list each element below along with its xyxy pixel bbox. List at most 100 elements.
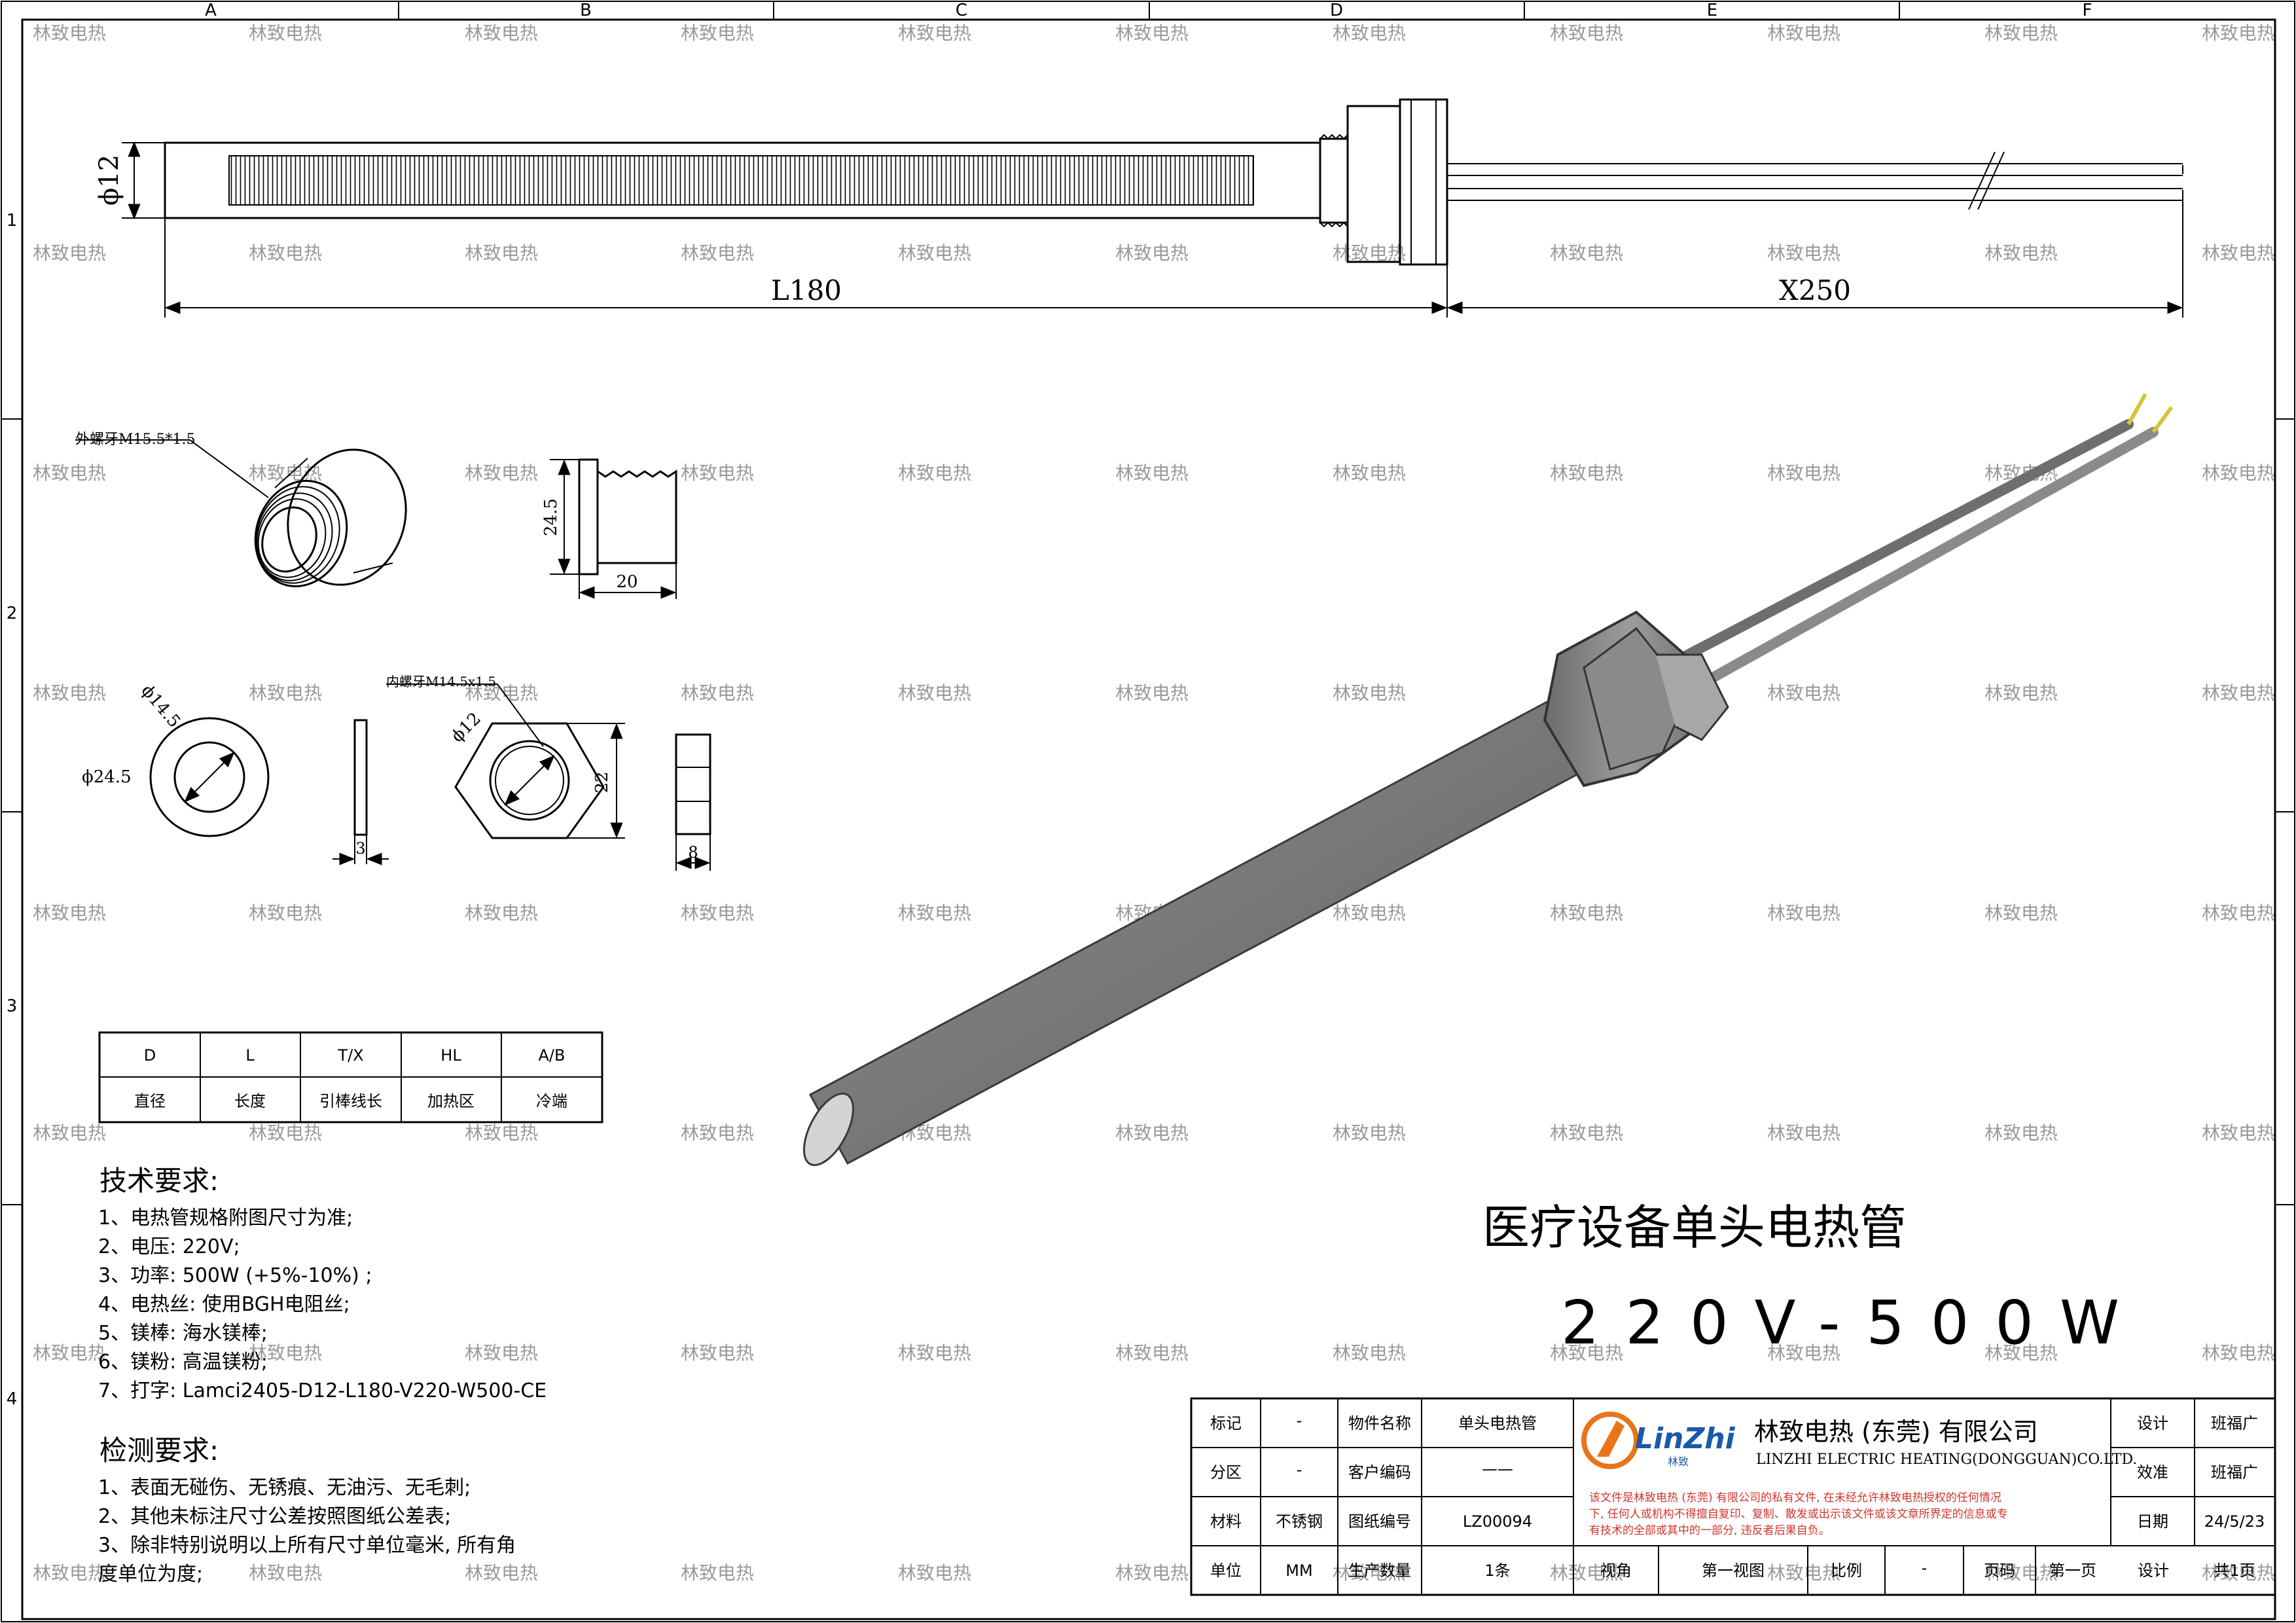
watermark-text: 林致电热 <box>898 242 971 264</box>
watermark-text: 林致电热 <box>465 1122 538 1144</box>
tb-label-page: 页码 <box>1984 1561 2015 1580</box>
watermark-text: 林致电热 <box>681 242 754 264</box>
tech-requirement-item: 2、电压: 220V; <box>98 1235 240 1258</box>
company-name-en: LINZHI ELECTRIC HEATING(DONGGUAN)CO.LTD. <box>1756 1451 2137 1468</box>
tb-value-scale: - <box>1922 1559 1928 1577</box>
tb-label-date: 日期 <box>2137 1512 2168 1531</box>
product-spec: 220V-500W <box>1561 1288 2145 1358</box>
watermark-text: 林致电热 <box>249 1562 322 1584</box>
row-label: 1 <box>7 211 18 230</box>
watermark-text: 林致电热 <box>249 682 322 704</box>
watermark-text: 林致电热 <box>1115 682 1189 704</box>
watermark-text: 林致电热 <box>1333 462 1406 484</box>
watermark-text: 林致电热 <box>1984 682 2058 704</box>
watermark-text: 林致电热 <box>1984 1342 2058 1364</box>
watermark-text: 林致电热 <box>1333 902 1406 924</box>
tb-value-part-name: 单头电热管 <box>1458 1414 1537 1432</box>
thread-outer-callout: 外螺牙M15.5*1.5 <box>75 431 196 448</box>
watermark-text: 林致电热 <box>465 22 538 44</box>
watermark-text: 林致电热 <box>1333 1562 1406 1584</box>
watermark-text: 林致电热 <box>1333 1342 1406 1364</box>
company-name-cn: 林致电热 (东莞) 有限公司 <box>1754 1417 2038 1446</box>
logo-wordmark: LinZhi <box>1635 1422 1736 1455</box>
watermark-text: 林致电热 <box>1767 1122 1840 1144</box>
watermark-text: 林致电热 <box>898 462 971 484</box>
legend-code: D <box>144 1046 156 1065</box>
tech-requirements-title: 技术要求: <box>99 1165 219 1197</box>
legend-table: D L T/X HL A/B 直径 长度 引棒线长 加热区 冷端 <box>98 1031 603 1123</box>
confidential-notice-line: 有技术的全部或其中的一部分, 违反者后果自负。 <box>1589 1524 1830 1537</box>
watermark-text: 林致电热 <box>1333 22 1406 44</box>
tech-requirement-item: 5、镁棒: 海水镁棒; <box>98 1322 268 1345</box>
watermark-text: 林致电热 <box>1115 242 1189 264</box>
column-label: D <box>1330 1 1343 20</box>
watermark-text: 林致电热 <box>33 462 106 484</box>
legend-meaning: 冷端 <box>536 1092 567 1110</box>
watermark-text: 林致电热 <box>1767 242 1840 264</box>
watermark-text: 林致电热 <box>249 242 322 264</box>
watermark-text: 林致电热 <box>33 682 106 704</box>
watermark-text: 林致电热 <box>465 902 538 924</box>
watermark-text: 林致电热 <box>1550 1122 1623 1144</box>
heater-3d-render <box>803 393 2174 1167</box>
company-logo: LinZhi 林致 <box>1581 1412 1736 1469</box>
fitting-width-dimension: 20 <box>616 572 637 592</box>
watermark-text: 林致电热 <box>1333 242 1406 264</box>
heater-side-view: ϕ12 L180 X250 <box>94 98 2183 318</box>
legend-meaning: 直径 <box>134 1092 166 1110</box>
watermark-text: 林致电热 <box>1767 902 1840 924</box>
watermark-text: 林致电热 <box>1115 1342 1189 1364</box>
watermark-text: 林致电热 <box>898 1342 971 1364</box>
watermark-text: 林致电热 <box>1767 1562 1840 1584</box>
nut-bore-dimension: ϕ12 <box>448 709 485 746</box>
tb-value-customer-code: —— <box>1482 1460 1513 1478</box>
logo-ring-icon <box>1581 1412 1639 1469</box>
watermark-text: 林致电热 <box>1550 902 1623 924</box>
washer-front-view: ϕ14.5 ϕ24.5 3 <box>82 681 389 866</box>
legend-meaning: 长度 <box>234 1092 266 1110</box>
watermark-text: 林致电热 <box>2202 242 2275 264</box>
watermark-text: 林致电热 <box>681 462 754 484</box>
watermark-text: 林致电热 <box>2202 1122 2275 1144</box>
watermark-text: 林致电热 <box>33 1122 106 1144</box>
tb-label-part-name: 物件名称 <box>1348 1414 1411 1432</box>
tb-label-scale: 比例 <box>1831 1561 1862 1580</box>
tb-label-customer-code: 客户编码 <box>1348 1463 1411 1482</box>
watermark-text: 林致电热 <box>681 682 754 704</box>
product-title: 医疗设备单头电热管 <box>1482 1200 1907 1255</box>
watermark-text: 林致电热 <box>1550 1562 1623 1584</box>
watermark-text: 林致电热 <box>681 1562 754 1584</box>
watermark-text: 林致电热 <box>2202 1562 2275 1584</box>
length-dimension: L180 <box>771 274 842 306</box>
watermark-text: 林致电热 <box>2202 22 2275 44</box>
watermark-text: 林致电热 <box>2202 682 2275 704</box>
watermark-text: 林致电热 <box>465 682 538 704</box>
nut-front-view: 内螺牙M14.5x1.5 ϕ12 22 8 <box>386 674 711 871</box>
watermark-text: 林致电热 <box>1550 242 1623 264</box>
legend-code: HL <box>440 1046 461 1065</box>
watermark-text: 林致电热 <box>1767 22 1840 44</box>
watermark-text: 林致电热 <box>1333 1122 1406 1144</box>
tb-label-drawing-no: 图纸编号 <box>1348 1512 1411 1531</box>
watermark-text: 林致电热 <box>33 242 106 264</box>
column-label: E <box>1707 1 1717 20</box>
column-label: C <box>956 1 967 20</box>
watermark-text: 林致电热 <box>249 1122 322 1144</box>
watermark-text: 林致电热 <box>898 1562 971 1584</box>
washer-outer-dimension: ϕ24.5 <box>82 767 132 787</box>
watermark-text: 林致电热 <box>2202 902 2275 924</box>
fitting-iso-view: 外螺牙M15.5*1.5 <box>75 431 407 587</box>
title-block: 标记 - 物件名称 单头电热管 分区 - 客户编码 —— 材料 不锈钢 图纸编号… <box>1190 1397 2276 1596</box>
watermark-text: 林致电热 <box>1550 462 1623 484</box>
tb-value-checker: 班福广 <box>2211 1463 2258 1482</box>
column-label: B <box>580 1 592 20</box>
watermark-text: 林致电热 <box>681 1122 754 1144</box>
watermark-text: 林致电热 <box>33 22 106 44</box>
tb-label-quantity: 生产数量 <box>1348 1561 1411 1580</box>
watermark-text: 林致电热 <box>898 902 971 924</box>
watermark-text: 林致电热 <box>249 22 322 44</box>
row-label: 2 <box>7 604 18 623</box>
diameter-dimension: ϕ12 <box>94 155 124 206</box>
lead-length-dimension: X250 <box>1779 274 1851 306</box>
